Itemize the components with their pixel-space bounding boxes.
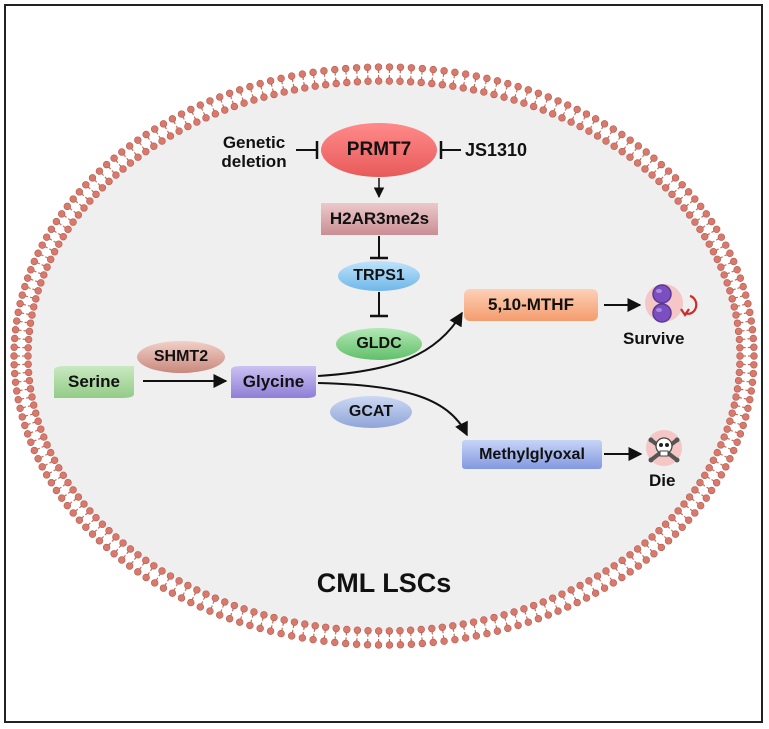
trps1-label: TRPS1 [353, 267, 405, 284]
gcat-node [330, 396, 412, 428]
prmt7-node [321, 123, 437, 177]
serine-node [54, 366, 134, 398]
shmt2-label: SHMT2 [153, 348, 209, 365]
genetic-deletion-line-1: Genetic [222, 133, 286, 152]
serine-label: Serine [68, 372, 120, 391]
prmt7-label: PRMT7 [346, 139, 412, 160]
trps1-node [338, 261, 420, 291]
cell-type-label: CML LSCs [316, 567, 452, 598]
mthf-label: 5,10-MTHF [488, 295, 574, 314]
methylglyoxal-label: Methylglyoxal [479, 445, 585, 463]
glycine-to-mthf-arrow [317, 311, 463, 377]
figure-frame [4, 4, 763, 723]
gldc-label: GLDC [356, 335, 402, 352]
die-label: Die [649, 471, 676, 490]
mthf-node [464, 289, 598, 321]
skull-crossbones-icon [646, 430, 682, 466]
genetic-deletion-label: Genetic deletion [214, 133, 294, 171]
glycine-to-methylglyoxal-arrow [317, 382, 468, 437]
h2ar3me2s-node [321, 203, 438, 235]
glycine-node [231, 366, 316, 398]
genetic-deletion-line-2: deletion [221, 152, 287, 171]
glycine-label: Glycine [242, 372, 305, 391]
cell-membrane [10, 63, 758, 649]
gldc-node [336, 328, 422, 360]
methylglyoxal-node [462, 440, 602, 469]
gcat-label: GCAT [348, 403, 394, 420]
survive-label: Survive [623, 329, 685, 348]
shmt2-node [137, 341, 225, 373]
js1310-label: JS1310 [465, 140, 528, 160]
h2ar3me2s-label: H2AR3me2s [329, 209, 430, 228]
dividing-cell-icon [645, 284, 698, 323]
